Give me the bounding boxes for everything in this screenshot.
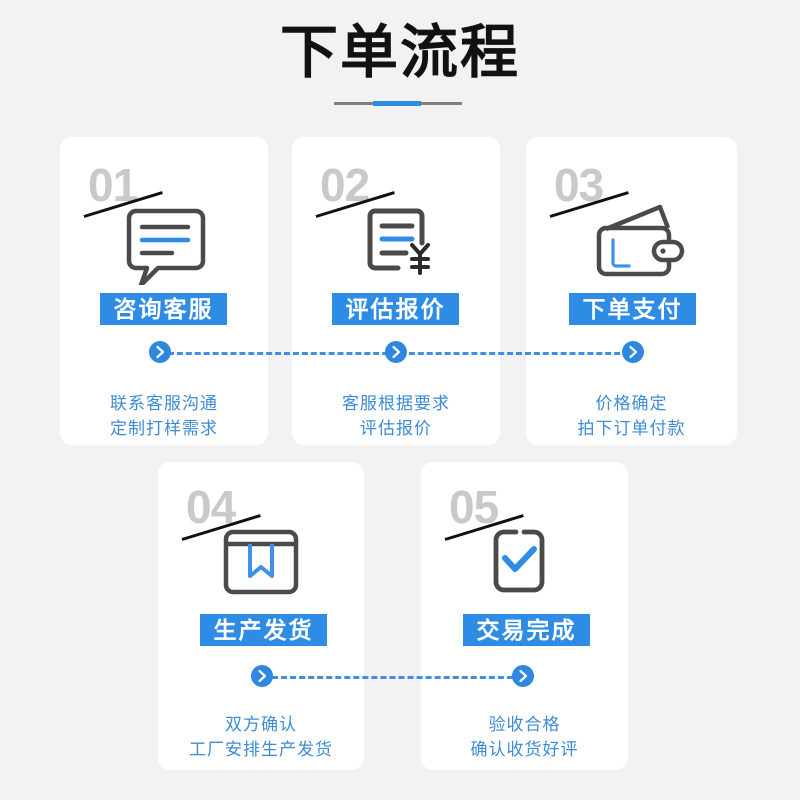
step-desc-03-line2: 拍下订单付款	[577, 419, 686, 438]
step-desc-03-line1: 价格确定	[595, 394, 668, 413]
step-number-02: 02	[320, 159, 370, 211]
page-header: 下单流程	[0, 0, 800, 82]
step-card-02[interactable]: 02 评估报价 客服根据要求 评估报价	[292, 137, 500, 445]
step-number-01: 01	[88, 159, 138, 211]
connector-arrow-3[interactable]	[622, 341, 644, 363]
connector-line-row2	[272, 676, 522, 679]
step-card-01[interactable]: 01 咨询客服 联系客服沟通 定制打样需求	[60, 137, 268, 445]
connector-arrow-2[interactable]	[385, 341, 407, 363]
step-desc-01-line2: 定制打样需求	[110, 419, 218, 438]
invoice-yuan-icon	[354, 199, 438, 285]
wallet-icon	[584, 197, 688, 285]
step-card-05[interactable]: 05 交易完成 验收合格 确认收货好评	[421, 462, 628, 770]
step-badge-03[interactable]: 下单支付	[569, 293, 696, 325]
step-desc-01-line1: 联系客服沟通	[110, 394, 218, 413]
step-card-04[interactable]: 04 生产发货 双方确认 工厂安排生产发货	[158, 462, 364, 770]
connector-arrow-1[interactable]	[149, 341, 171, 363]
step-number-03: 03	[554, 159, 604, 211]
step-desc-01: 联系客服沟通 定制打样需求	[60, 391, 268, 441]
step-desc-04-line2: 工厂安排生产发货	[189, 740, 333, 759]
connector-arrow-4[interactable]	[251, 665, 273, 687]
step-number-04: 04	[186, 481, 236, 533]
step-desc-02: 客服根据要求 评估报价	[292, 391, 500, 441]
step-desc-05-line1: 验收合格	[488, 715, 561, 734]
checkbox-check-icon	[484, 524, 566, 604]
step-badge-04[interactable]: 生产发货	[200, 614, 327, 646]
step-badge-01[interactable]: 咨询客服	[100, 293, 227, 325]
step-card-03[interactable]: 03 下单支付 价格确定 拍下订单付款	[526, 137, 737, 445]
speech-bubble-icon	[114, 199, 214, 288]
title-divider	[334, 101, 462, 106]
step-desc-02-line1: 客服根据要求	[342, 394, 450, 413]
package-box-icon	[210, 524, 314, 604]
step-badge-02[interactable]: 评估报价	[332, 293, 459, 325]
connector-arrow-5[interactable]	[512, 665, 534, 687]
step-desc-04-line1: 双方确认	[225, 715, 297, 734]
page-title: 下单流程	[279, 20, 520, 85]
divider-blue-bar	[373, 101, 421, 106]
step-number-05: 05	[449, 481, 499, 533]
step-desc-04: 双方确认 工厂安排生产发货	[158, 712, 364, 762]
step-badge-05[interactable]: 交易完成	[463, 614, 590, 646]
step-desc-02-line2: 评估报价	[360, 419, 432, 438]
step-desc-05-line2: 确认收货好评	[470, 740, 579, 759]
step-desc-03: 价格确定 拍下订单付款	[526, 391, 737, 441]
step-desc-05: 验收合格 确认收货好评	[421, 712, 628, 762]
